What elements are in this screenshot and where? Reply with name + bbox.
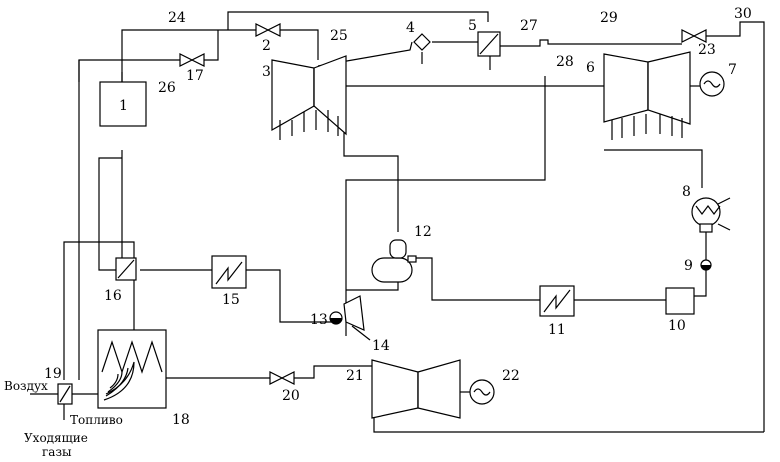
label-30: 30	[734, 6, 752, 22]
label-2: 2	[262, 38, 271, 54]
label-8: 8	[682, 184, 691, 200]
separator	[414, 34, 430, 50]
pump-9	[701, 260, 711, 270]
line-hp-to-deaerator	[344, 130, 398, 232]
label-27: 27	[520, 18, 538, 34]
reheater	[478, 32, 500, 56]
label-25: 25	[330, 28, 348, 44]
condenser	[692, 198, 730, 232]
label-15: 15	[222, 292, 240, 308]
deaerator	[372, 240, 416, 282]
valve-23	[682, 30, 706, 42]
label-6: 6	[586, 60, 595, 76]
feed-pump	[330, 312, 342, 324]
line-17-out	[204, 30, 218, 60]
line-header-right	[280, 30, 318, 60]
label-4: 4	[406, 20, 415, 36]
hp-turbine	[272, 56, 346, 140]
hp-heater	[212, 256, 246, 288]
valve-17	[180, 54, 204, 66]
label-5: 5	[468, 18, 477, 34]
line-26	[79, 60, 180, 82]
line-12-to-13	[346, 282, 398, 290]
label-9: 9	[684, 258, 693, 274]
label-28: 28	[556, 54, 574, 70]
line-top-bypass	[228, 12, 488, 30]
label-14: 14	[372, 338, 390, 354]
flue-gas-label-2: газы	[42, 445, 72, 459]
label-10: 10	[668, 318, 686, 334]
line-lp-to-condenser	[604, 150, 702, 188]
air-preheater	[58, 384, 72, 404]
line-28	[346, 76, 545, 336]
label-16: 16	[104, 288, 122, 304]
condensate-cooler	[666, 288, 694, 314]
label-13: 13	[310, 312, 328, 328]
air-label: Воздух	[4, 379, 48, 393]
label-29: 29	[600, 10, 618, 26]
line-27	[500, 40, 648, 46]
label-18: 18	[172, 412, 190, 428]
label-3: 3	[262, 64, 271, 80]
furnace	[98, 330, 166, 408]
label-1: 1	[119, 98, 128, 114]
lp-heater	[540, 286, 574, 316]
lp-turbine	[604, 52, 690, 140]
generator-7	[690, 72, 724, 96]
generator-22	[460, 380, 494, 404]
line-11-12	[412, 258, 540, 300]
label-24: 24	[168, 10, 186, 26]
line-16-left	[99, 158, 122, 270]
label-21: 21	[346, 368, 364, 384]
fuel-label: Топливо	[70, 413, 123, 427]
line-return-bottom	[374, 416, 764, 432]
line-9-10	[694, 270, 706, 296]
label-23: 23	[698, 42, 716, 58]
label-26: 26	[158, 80, 176, 96]
valve-2	[256, 24, 280, 36]
pump-turbine	[344, 296, 370, 340]
economizer	[116, 258, 136, 280]
label-11: 11	[548, 322, 566, 338]
label-12: 12	[414, 224, 432, 240]
label-7: 7	[728, 62, 737, 78]
label-22: 22	[502, 368, 520, 384]
flue-gas-label-1: Уходящие	[24, 431, 88, 445]
gas-turbine	[372, 360, 460, 418]
label-17: 17	[186, 68, 204, 84]
valve-20	[270, 372, 294, 384]
label-20: 20	[282, 388, 300, 404]
